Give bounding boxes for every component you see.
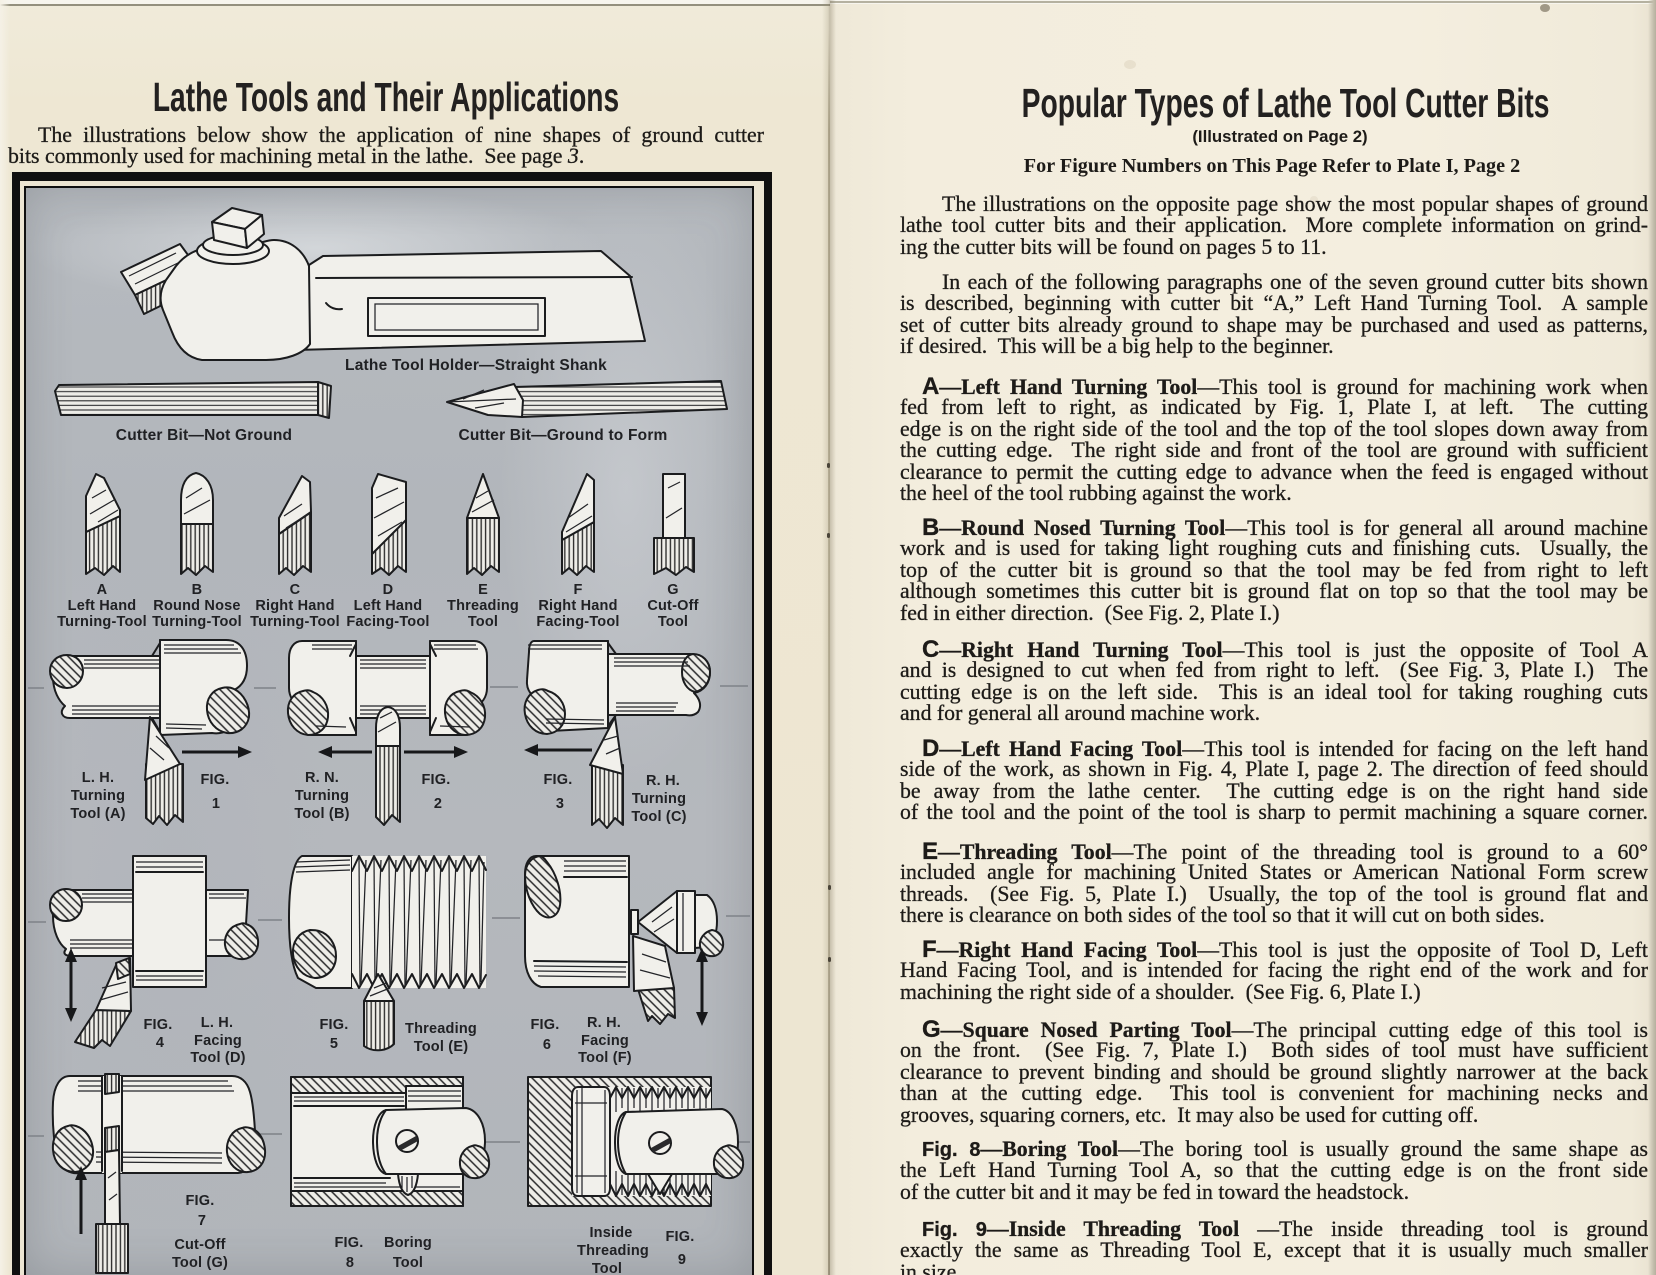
svg-text:FIG.: FIG. (144, 1017, 173, 1033)
svg-text:Right Hand: Right Hand (538, 598, 617, 614)
svg-text:Facing: Facing (581, 1033, 629, 1049)
svg-text:Tool (D): Tool (D) (190, 1050, 245, 1066)
svg-text:Tool (B): Tool (B) (294, 806, 349, 822)
svg-text:FIG.: FIG. (186, 1193, 215, 1209)
svg-text:FIG.: FIG. (335, 1235, 364, 1251)
svg-text:1: 1 (212, 796, 220, 812)
svg-text:Threading: Threading (577, 1243, 649, 1259)
svg-text:R. H.: R. H. (646, 773, 680, 789)
svg-text:Lathe Tool Holder—Straight Sha: Lathe Tool Holder—Straight Shank (345, 357, 607, 374)
svg-text:Cut-Off: Cut-Off (647, 598, 698, 614)
svg-text:Threading: Threading (405, 1021, 477, 1037)
svg-text:Left Hand: Left Hand (68, 598, 137, 614)
svg-text:Turning-Tool: Turning-Tool (152, 614, 242, 630)
svg-text:Right Hand: Right Hand (255, 598, 334, 614)
svg-text:Turning: Turning (632, 791, 686, 807)
svg-text:Turning: Turning (71, 788, 125, 804)
svg-text:Inside: Inside (589, 1225, 632, 1241)
svg-text:Facing-Tool: Facing-Tool (536, 614, 619, 630)
svg-text:Tool (G): Tool (G) (172, 1255, 228, 1271)
svg-text:Facing-Tool: Facing-Tool (346, 614, 429, 630)
svg-text:Tool: Tool (592, 1261, 622, 1275)
svg-text:F: F (573, 582, 582, 598)
svg-text:Tool (A): Tool (A) (70, 806, 125, 822)
svg-text:8: 8 (346, 1255, 354, 1271)
svg-text:G: G (667, 582, 678, 598)
svg-text:L. H.: L. H. (82, 770, 114, 786)
svg-text:Threading: Threading (447, 598, 519, 614)
svg-text:R. N.: R. N. (305, 770, 339, 786)
svg-text:Tool (E): Tool (E) (414, 1039, 468, 1055)
svg-text:Facing: Facing (194, 1033, 242, 1049)
svg-text:Boring: Boring (384, 1235, 432, 1251)
svg-text:Turning-Tool: Turning-Tool (250, 614, 340, 630)
svg-text:5: 5 (330, 1036, 338, 1052)
svg-text:Cutter Bit—Not Ground: Cutter Bit—Not Ground (116, 427, 292, 444)
svg-text:Cutter Bit—Ground to Form: Cutter Bit—Ground to Form (458, 427, 667, 444)
svg-text:Left Hand: Left Hand (354, 598, 423, 614)
svg-text:B: B (192, 582, 203, 598)
svg-text:FIG.: FIG. (531, 1017, 560, 1033)
svg-text:9: 9 (678, 1252, 686, 1268)
svg-text:3: 3 (556, 796, 564, 812)
svg-text:FIG.: FIG. (320, 1017, 349, 1033)
svg-text:C: C (290, 582, 301, 598)
svg-text:Tool (F): Tool (F) (578, 1050, 632, 1066)
svg-text:FIG.: FIG. (544, 772, 573, 788)
svg-text:Tool: Tool (393, 1255, 423, 1271)
svg-text:Turning: Turning (295, 788, 349, 804)
svg-text:L. H.: L. H. (201, 1015, 233, 1031)
svg-text:Round Nose: Round Nose (153, 598, 240, 614)
svg-text:Tool: Tool (468, 614, 498, 630)
svg-text:Tool (C): Tool (C) (631, 809, 686, 825)
svg-text:R. H.: R. H. (587, 1015, 621, 1031)
svg-text:FIG.: FIG. (422, 772, 451, 788)
svg-text:Cut-Off: Cut-Off (174, 1237, 225, 1253)
svg-text:D: D (383, 582, 394, 598)
svg-text:E: E (478, 582, 488, 598)
svg-text:Tool: Tool (658, 614, 688, 630)
svg-text:FIG.: FIG. (201, 772, 230, 788)
svg-text:6: 6 (543, 1037, 551, 1053)
svg-text:A: A (97, 582, 108, 598)
svg-text:7: 7 (198, 1213, 206, 1229)
svg-text:2: 2 (434, 796, 442, 812)
svg-text:Turning-Tool: Turning-Tool (57, 614, 147, 630)
svg-text:4: 4 (156, 1035, 164, 1051)
svg-text:FIG.: FIG. (666, 1229, 695, 1245)
